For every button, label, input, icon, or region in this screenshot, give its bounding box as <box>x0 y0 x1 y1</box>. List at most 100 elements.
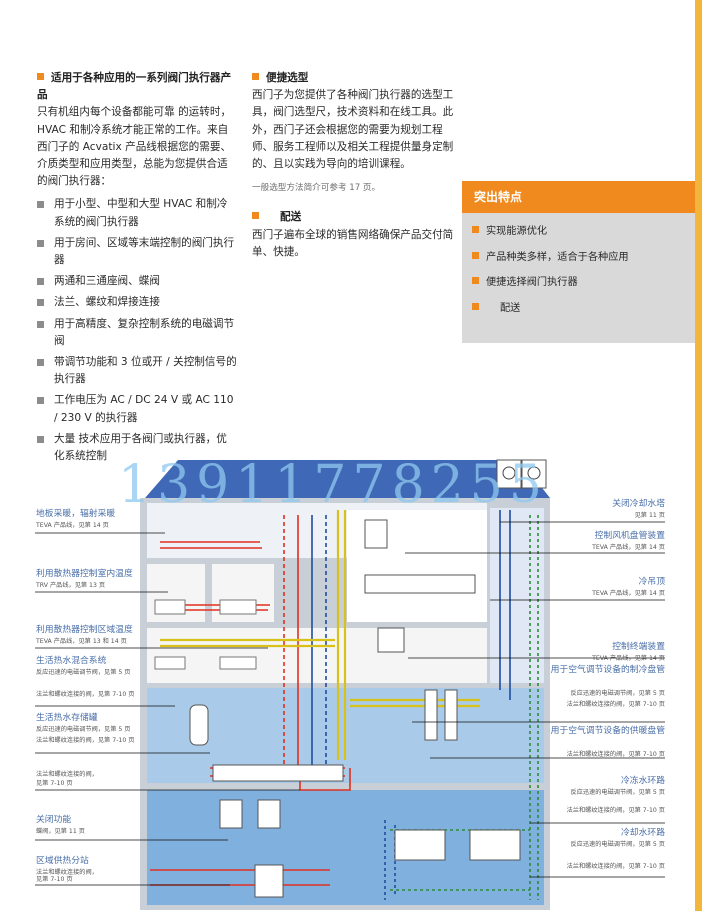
selection-text: 西门子为您提供了各种阀门执行器的选型工具，阀门选型尺，技术资料和在线工具。此外，… <box>252 89 454 171</box>
watermark-phone: 13911778255 <box>118 455 548 515</box>
panel-title: 突出特点 <box>462 181 695 213</box>
grey-square-icon <box>37 320 44 328</box>
delivery-text: 西门子遍布全球的销售网络确保产品交付简单、快捷。 <box>252 228 454 258</box>
orange-square-icon <box>472 251 479 259</box>
bullet-item: 工作电压为 AC / DC 24 V 或 AC 110 / 230 V 的执行器 <box>37 392 237 426</box>
label-sub: TEVA 产品线，见第 14 页 <box>591 543 665 551</box>
bullet-text: 法兰、螺纹和焊接连接 <box>54 296 160 309</box>
orange-square-icon <box>252 73 259 80</box>
heading-text: 配送 <box>280 211 302 224</box>
bullet-text: 两通和三通座阀、蝶阀 <box>54 275 160 288</box>
selection-note: 一般选型方法简介可参考 17 页。 <box>252 183 381 194</box>
label-sub: 反应迅速的电磁调节阀，见第 5 页 <box>571 788 666 796</box>
label-title: 生活热水混合系统 <box>36 654 107 666</box>
orange-square-icon <box>472 277 479 284</box>
radiator <box>219 656 257 670</box>
chiller <box>394 829 446 861</box>
radiator <box>154 599 186 615</box>
bullet-text: 用于房间、区域等末端控制的阀门执行器 <box>54 236 235 267</box>
label-sub: 见第 11 页 <box>635 511 665 519</box>
orange-square-icon <box>472 302 479 310</box>
left-heading: 适用于各种应用的一系列阀门执行器产品 <box>37 70 237 104</box>
label-sub: TEVA 产品线，见第 14 页 <box>591 589 665 597</box>
label-sub: TEVA 产品线，见第 14 页 <box>35 521 109 529</box>
boiler <box>257 799 281 829</box>
fan-icon <box>502 466 516 480</box>
highlight-item: 产品种类多样，适合于各种应用 <box>472 249 695 275</box>
page-edge-accent <box>695 0 702 911</box>
label-sub: 法兰和螺纹连接的阀， <box>36 868 98 876</box>
orange-square-icon <box>472 226 479 233</box>
highlight-text: 便捷选择阀门执行器 <box>486 277 578 288</box>
orange-square-icon <box>252 212 259 220</box>
bullet-item: 大量 技术应用于各阀门或执行器，优化系统控制 <box>37 431 237 465</box>
label-title: 冷冻水环路 <box>621 774 665 786</box>
bullet-text: 带调节功能和 3 位或开 / 关控制信号的执行器 <box>54 356 237 386</box>
bullet-text: 用于小型、中型和大型 HVAC 和制冷系统的阀门执行器 <box>54 198 228 228</box>
right-leader-lines <box>405 521 665 878</box>
hvac-system-diagram: 13911778255 地板采暖，辐射采暖 TEVA 产品线，见第 14 页 利… <box>35 455 666 910</box>
fan-coil-unit <box>364 519 388 549</box>
label-title: 用于空气调节设备的供暖盘管 <box>551 724 666 736</box>
orange-square-icon <box>37 73 44 80</box>
label-sub: TRV 产品线，见第 13 页 <box>35 581 105 589</box>
highlight-item: 便捷选择阀门执行器 <box>472 274 695 300</box>
label-sub: 法兰和螺纹连接的阀，见第 7-10 页 <box>567 750 665 758</box>
bullet-list: 用于小型、中型和大型 HVAC 和制冷系统的阀门执行器 用于房间、区域等末端控制… <box>37 196 237 465</box>
cooling-tower <box>521 459 547 489</box>
bullet-text: 大量 技术应用于各阀门或执行器，优化系统控制 <box>54 432 227 463</box>
terminal-unit <box>377 627 405 653</box>
intro-text: 只有机组内每个设备都能可靠 的运转时，HVAC 和制冷系统才能正常的工作。来自西… <box>37 106 232 188</box>
air-coil <box>444 689 458 741</box>
bullet-item: 法兰、螺纹和焊接连接 <box>37 294 237 311</box>
label-title: 用于空气调节设备的制冷盘管 <box>551 663 666 675</box>
label-sub: TEVA 产品线，见第 13 和 14 页 <box>35 637 127 645</box>
middle-column: 便捷选型 西门子为您提供了各种阀门执行器的选型工具，阀门选型尺，技术资料和在线工… <box>252 70 457 261</box>
label-sub: 法兰和螺纹连接的阀，见第 7-10 页 <box>36 690 134 698</box>
left-column: 适用于各种应用的一系列阀门执行器产品 只有机组内每个设备都能可靠 的运转时，HV… <box>37 70 237 469</box>
label-title: 区域供热分站 <box>36 854 89 866</box>
left-labels: 地板采暖，辐射采暖 TEVA 产品线，见第 14 页 利用散热器控制室内温度 T… <box>35 507 134 883</box>
pipework <box>150 510 539 900</box>
label-title: 生活热水存储罐 <box>36 711 98 723</box>
section-heading-selection: 便捷选型 <box>252 70 457 87</box>
label-title: 利用散热器控制区域温度 <box>36 623 133 635</box>
building-roof <box>145 460 550 498</box>
grey-square-icon <box>37 299 44 307</box>
bullet-item: 两通和三通座阀、蝶阀 <box>37 273 237 290</box>
highlight-text: 产品种类多样，适合于各种应用 <box>486 251 629 263</box>
grey-square-icon <box>37 397 44 405</box>
label-title: 控制终端装置 <box>612 640 665 652</box>
highlights-list: 实现能源优化 产品种类多样，适合于各种应用 便捷选择阀门执行器 配送 <box>462 223 695 325</box>
label-sub: TEVA 产品线，见第 14 页 <box>591 654 665 662</box>
label-sub: 法兰和螺纹连接的阀，见第 7-10 页 <box>567 862 665 870</box>
hot-water-tank <box>189 704 209 746</box>
shaft <box>490 508 544 683</box>
label-sub: 反应迅速的电磁调节阀，见第 5 页 <box>571 840 666 848</box>
radiator <box>219 599 257 615</box>
label-sub: 蝶阀，见第 11 页 <box>36 827 85 835</box>
section-heading-delivery: 配送 <box>252 209 457 226</box>
highlight-text: 配送 <box>500 302 521 314</box>
highlight-item: 实现能源优化 <box>472 223 695 249</box>
label-sub: 法兰和螺纹连接的阀， <box>36 770 98 778</box>
cooling-tower <box>496 459 522 489</box>
label-title: 关闭功能 <box>36 813 71 825</box>
label-title: 控制风机盘管装置 <box>595 529 666 541</box>
label-sub: 法兰和螺纹连接的阀，见第 7-10 页 <box>567 700 665 708</box>
grey-square-icon <box>37 278 44 286</box>
highlight-text: 实现能源优化 <box>486 226 548 237</box>
label-sub: 法兰和螺纹连接的阀，见第 7-10 页 <box>36 736 134 744</box>
label-title: 关闭冷却水塔 <box>612 497 665 509</box>
label-title: 地板采暖，辐射采暖 <box>36 507 115 519</box>
right-labels: 关闭冷却水塔 见第 11 页 控制风机盘管装置 TEVA 产品线，见第 14 页… <box>551 497 666 870</box>
bullet-text: 工作电压为 AC / DC 24 V 或 AC 110 / 230 V 的执行器 <box>54 394 234 424</box>
fan-icon <box>527 466 541 480</box>
grey-square-icon <box>37 201 44 209</box>
heat-exchanger <box>254 864 284 898</box>
bullet-item: 用于房间、区域等末端控制的阀门执行器 <box>37 235 237 269</box>
label-sub: 反应迅速的电磁调节阀，见第 5 页 <box>36 725 131 733</box>
label-sub: 见第 7-10 页 <box>36 779 73 787</box>
heading-text: 适用于各种应用的一系列阀门执行器产品 <box>37 72 232 102</box>
chiller <box>469 829 521 861</box>
